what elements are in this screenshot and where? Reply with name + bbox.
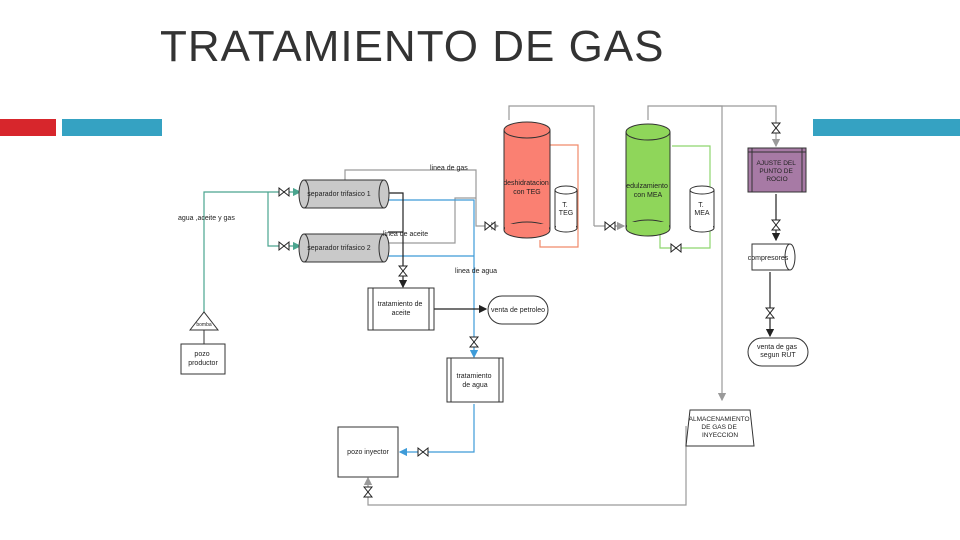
- inlet-line: [203, 191, 268, 312]
- ajuste-punto-rocio: AJUSTE DEL PUNTO DE ROCIO: [747, 147, 807, 193]
- choke-label: bomba: [196, 322, 212, 328]
- tratamiento-agua: tratamiento de agua: [446, 357, 504, 403]
- feed-label: agua ,aceite y gas: [178, 215, 235, 222]
- mea-to-storage: [700, 105, 727, 402]
- linea-agua-label: linea de agua: [455, 268, 497, 275]
- pozo-inyector-box: [337, 426, 399, 478]
- valve-teg-inlet: [484, 220, 496, 232]
- water-to-injector: [398, 404, 475, 457]
- storage-return-line: [363, 426, 687, 506]
- endulzamiento-label: edulzamiento con MEA: [626, 183, 670, 199]
- almacenamiento-label: ALMACENAMIENTO DE GAS DE INYECCION: [689, 416, 752, 439]
- almacenamiento-box: [685, 409, 755, 447]
- tratamiento-agua-label: tratamiento de agua: [457, 373, 494, 389]
- valve-water: [468, 336, 480, 348]
- tanque-teg-label: T. TEG: [559, 202, 573, 217]
- venta-petroleo-label: venta de petroleo: [491, 307, 545, 314]
- valve-sep2-inlet: [278, 240, 290, 252]
- linea-gas-label: linea de gas: [430, 165, 468, 172]
- deshidratacion-label: deshidratacion con TEG: [503, 180, 550, 196]
- linea-aceite-label: linea de aceite: [383, 231, 428, 238]
- venta-gas-box: [747, 337, 809, 367]
- page-title: TRATAMIENTO DE GAS: [160, 22, 665, 71]
- valve-sep1-inlet: [278, 186, 290, 198]
- teg-to-mea: [508, 105, 595, 226]
- valve-ajuste-inlet: [770, 122, 782, 134]
- tanque-teg: T. TEG: [554, 185, 578, 233]
- venta-gas-label: venta de gas segun RUT: [757, 344, 799, 359]
- tratamiento-aceite-label: tratamiento de aceite: [378, 301, 425, 317]
- valve-teg-mea: [604, 220, 616, 232]
- mea-regen-loop: [659, 145, 711, 249]
- valve-storage-return: [362, 486, 374, 498]
- accent-bar-blue-right: [813, 119, 960, 136]
- tanque-mea-label: T. MEA: [694, 202, 710, 217]
- separador-1: separador trifasico 1: [298, 179, 390, 209]
- pozo-inyector-label: pozo inyector: [347, 449, 389, 456]
- pozo-productor-box: [180, 343, 226, 375]
- compresores: compresores: [748, 243, 796, 271]
- oil-line: [388, 192, 408, 289]
- gas-line-sep1: [344, 169, 500, 231]
- gas-line-sep2: [388, 197, 476, 244]
- endulzamiento-mea-column: edulzamiento con MEA: [625, 123, 671, 237]
- separador-1-label: separador trifasico 1: [307, 191, 371, 198]
- inlet-branch: [267, 192, 302, 251]
- teg-regen-loop: [539, 144, 579, 248]
- tratamiento-aceite: tratamiento de aceite: [367, 287, 435, 331]
- valve-compresores: [770, 219, 782, 231]
- separador-2-label: separador trifasico 2: [307, 245, 371, 252]
- compresores-label: compresores: [748, 255, 789, 262]
- tanque-mea: T. MEA: [689, 185, 715, 233]
- deshidratacion-teg-column: deshidratacion con TEG: [503, 121, 551, 239]
- water-line-sep1: [388, 199, 479, 359]
- valve-injector: [417, 446, 429, 458]
- valve-mea-loop: [670, 242, 682, 254]
- valve-venta-gas: [764, 307, 776, 319]
- ajuste-label: AJUSTE DEL PUNTO DE ROCIO: [757, 160, 798, 183]
- separador-2: separador trifasico 2: [298, 233, 390, 263]
- venta-petroleo-box: [487, 295, 549, 325]
- pozo-productor-label: pozo productor: [188, 351, 218, 367]
- accent-bar-blue-left: [62, 119, 162, 136]
- accent-bar-red: [0, 119, 56, 136]
- valve-oil: [397, 265, 409, 277]
